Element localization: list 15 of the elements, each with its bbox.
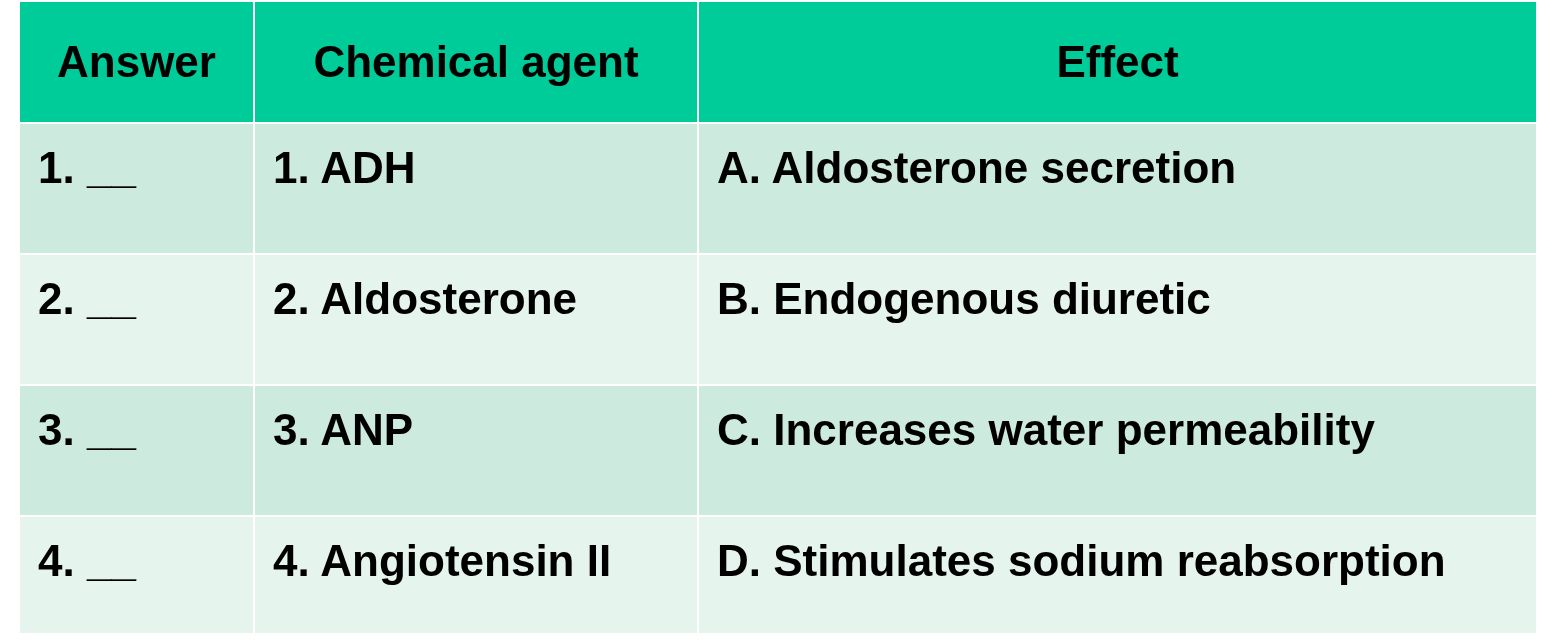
table-cell: 4. Angiotensin II (254, 516, 698, 634)
table-cell: D. Stimulates sodium reabsorption (698, 516, 1537, 634)
column-header: Effect (698, 1, 1537, 123)
table-cell: 1. ADH (254, 123, 698, 254)
table-cell: A. Aldosterone secretion (698, 123, 1537, 254)
table-cell: 2. __ (19, 254, 254, 385)
table-cell: 1. __ (19, 123, 254, 254)
table-cell: 2. Aldosterone (254, 254, 698, 385)
table-cell: 3. ANP (254, 385, 698, 516)
column-header: Chemical agent (254, 1, 698, 123)
table-cell: B. Endogenous diuretic (698, 254, 1537, 385)
table-cell: 3. __ (19, 385, 254, 516)
table-cell: C. Increases water permeability (698, 385, 1537, 516)
column-header: Answer (19, 1, 254, 123)
table-cell: 4. __ (19, 516, 254, 634)
